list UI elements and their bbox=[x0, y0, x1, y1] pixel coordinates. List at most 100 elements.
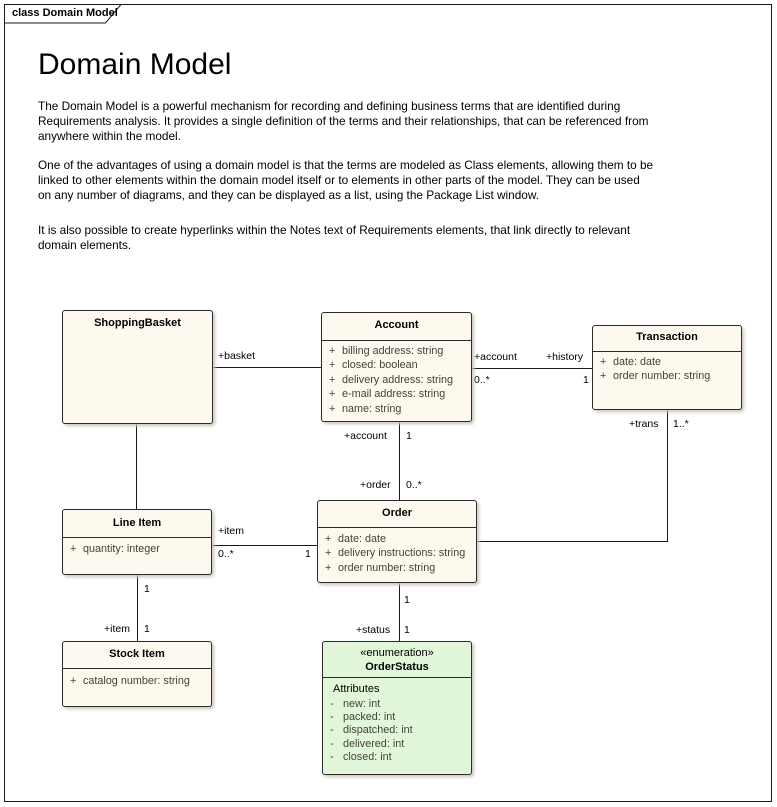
visibility-symbol: + bbox=[329, 388, 336, 401]
attribute-row: + e-mail address: string bbox=[322, 387, 471, 401]
attribute-text: closed: boolean bbox=[342, 359, 418, 372]
connector-account-order[interactable] bbox=[399, 421, 400, 501]
multiplicity-label: 0..* bbox=[474, 374, 490, 386]
multiplicity-label: 0..* bbox=[406, 479, 422, 491]
paragraph-line: It is also possible to create hyperlinks… bbox=[38, 223, 631, 237]
attribute-text: delivered: int bbox=[343, 737, 405, 750]
enumeration-orderstatus[interactable]: «enumeration» OrderStatus Attributes -ne… bbox=[322, 641, 472, 775]
paragraph-line: Requirements analysis. It provides a sin… bbox=[38, 114, 649, 128]
attribute-text: date: date bbox=[338, 533, 387, 545]
connector-lineitem-stockitem[interactable] bbox=[137, 574, 138, 642]
paragraph-line: on any number of diagrams, and they can … bbox=[38, 188, 540, 202]
role-label-account: +account bbox=[344, 430, 387, 442]
visibility-symbol: + bbox=[325, 533, 332, 545]
visibility-symbol: - bbox=[330, 711, 334, 724]
connector-order-transaction-vertical[interactable] bbox=[667, 409, 668, 542]
multiplicity-label: 1 bbox=[404, 624, 410, 636]
multiplicity-label: 1 bbox=[583, 374, 589, 386]
visibility-symbol: - bbox=[330, 724, 334, 737]
class-name: Transaction bbox=[593, 326, 741, 352]
attribute-text: order number: string bbox=[338, 561, 436, 574]
visibility-symbol: - bbox=[330, 698, 334, 710]
multiplicity-label: 1 bbox=[144, 583, 150, 595]
connector-shoppingbasket-lineitem[interactable] bbox=[136, 423, 137, 510]
class-account[interactable]: Account + billing address: string + closed… bbox=[321, 312, 472, 422]
role-label-item: +item bbox=[218, 525, 244, 537]
visibility-symbol: + bbox=[70, 675, 77, 687]
connector-shoppingbasket-account[interactable] bbox=[212, 367, 322, 368]
attribute-text: name: string bbox=[342, 402, 402, 415]
attribute-row: + order number: string bbox=[318, 561, 476, 575]
multiplicity-label: 1..* bbox=[673, 418, 689, 430]
attribute-row: + billing address: string bbox=[322, 344, 471, 358]
paragraph-line: anywhere within the model. bbox=[38, 129, 181, 143]
attribute-row: -dispatched: int bbox=[323, 724, 471, 737]
multiplicity-label: 1 bbox=[144, 623, 150, 635]
intro-paragraph-2: One of the advantages of using a domain … bbox=[38, 158, 653, 203]
role-label-history: +history bbox=[546, 351, 584, 363]
visibility-symbol: + bbox=[70, 543, 77, 555]
role-label-basket: +basket bbox=[218, 350, 256, 362]
multiplicity-label: 0..* bbox=[218, 548, 234, 560]
class-name: ShoppingBasket bbox=[94, 317, 181, 329]
class-stockitem[interactable]: Stock Item +catalog number: string bbox=[62, 641, 212, 707]
paragraph-line: The Domain Model is a powerful mechanism… bbox=[38, 99, 621, 113]
attribute-text: new: int bbox=[343, 698, 381, 710]
role-label-account: +account bbox=[474, 351, 517, 363]
diagram-tab-label: class Domain Model bbox=[12, 7, 118, 19]
attribute-text: catalog number: string bbox=[83, 675, 190, 687]
connector-lineitem-order[interactable] bbox=[211, 545, 318, 546]
attribute-text: delivery instructions: string bbox=[338, 547, 466, 560]
attributes-section-label: Attributes bbox=[333, 683, 380, 695]
role-label-status: +status bbox=[356, 624, 391, 636]
attribute-row: + quantity: integer bbox=[63, 542, 211, 556]
attribute-text: quantity: integer bbox=[83, 543, 160, 555]
paragraph-line: linked to other elements within the doma… bbox=[38, 173, 640, 187]
class-name: Line Item bbox=[63, 510, 211, 538]
class-name: OrderStatus bbox=[365, 661, 429, 673]
attribute-text: billing address: string bbox=[342, 345, 444, 357]
attribute-text: packed: int bbox=[343, 711, 396, 724]
class-transaction[interactable]: Transaction +date: date +order number: s… bbox=[592, 325, 742, 410]
visibility-symbol: + bbox=[329, 359, 336, 372]
attribute-row: -new: int bbox=[323, 698, 471, 711]
connector-order-transaction-horizontal[interactable] bbox=[476, 541, 667, 542]
class-shoppingbasket[interactable]: ShoppingBasket bbox=[62, 310, 213, 424]
attribute-text: date: date bbox=[613, 356, 662, 368]
visibility-symbol: - bbox=[330, 750, 334, 763]
attribute-row: -closed: int bbox=[323, 751, 471, 764]
class-order[interactable]: Order + date: date + delivery instructions… bbox=[317, 500, 477, 583]
visibility-symbol: + bbox=[325, 547, 332, 560]
attribute-row: + delivery instructions: string bbox=[318, 546, 476, 560]
page-title: Domain Model bbox=[38, 48, 232, 81]
class-lineitem[interactable]: Line Item + quantity: integer bbox=[62, 509, 212, 575]
class-name: Order bbox=[318, 501, 476, 528]
multiplicity-label: 1 bbox=[404, 594, 410, 606]
diagram-tab bbox=[4, 4, 123, 24]
attribute-row: + name: string bbox=[322, 402, 471, 416]
visibility-symbol: + bbox=[600, 370, 607, 383]
intro-paragraph-3: It is also possible to create hyperlinks… bbox=[38, 223, 630, 253]
visibility-symbol: + bbox=[329, 345, 336, 357]
attribute-row: -delivered: int bbox=[323, 738, 471, 751]
attribute-text: delivery address: string bbox=[342, 373, 454, 386]
visibility-symbol: + bbox=[329, 373, 336, 386]
stereotype-label: «enumeration» bbox=[360, 647, 434, 659]
visibility-symbol: + bbox=[325, 561, 332, 574]
role-label-order: +order bbox=[360, 479, 391, 491]
attribute-row: -packed: int bbox=[323, 711, 471, 724]
class-name: Account bbox=[322, 313, 471, 341]
attribute-text: closed: int bbox=[343, 750, 392, 763]
visibility-symbol: + bbox=[329, 402, 336, 415]
connector-order-orderstatus[interactable] bbox=[399, 582, 400, 642]
connector-account-transaction[interactable] bbox=[471, 368, 593, 369]
multiplicity-label: 1 bbox=[305, 548, 311, 560]
attribute-text: e-mail address: string bbox=[342, 388, 446, 401]
attribute-row: + date: date bbox=[318, 532, 476, 546]
attribute-row: + delivery address: string bbox=[322, 373, 471, 387]
attribute-row: + catalog number: string bbox=[63, 674, 211, 688]
role-label-item: +item bbox=[104, 623, 130, 635]
attribute-row: +date: date bbox=[593, 355, 741, 369]
attribute-text: dispatched: int bbox=[343, 724, 413, 737]
